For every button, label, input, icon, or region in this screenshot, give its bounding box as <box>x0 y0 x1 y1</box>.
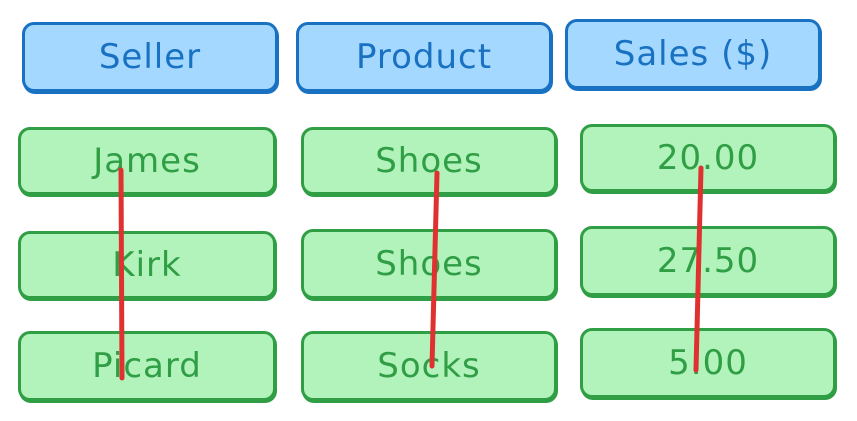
cell-seller-row1: James <box>18 127 276 195</box>
header-product: Product <box>296 22 552 92</box>
cell-seller-row2: Kirk <box>18 231 276 299</box>
cell-product-row2: Shoes <box>301 229 557 299</box>
cell-sales-row2: 27.50 <box>580 226 836 296</box>
header-seller: Seller <box>22 22 278 92</box>
cell-seller-row3: Picard <box>18 331 276 401</box>
cell-sales-row1: 20.00 <box>580 124 836 192</box>
cell-sales-row3: 5.00 <box>580 328 836 398</box>
header-sales: Sales ($) <box>565 19 821 89</box>
cell-product-row1: Shoes <box>301 127 557 195</box>
cell-product-row3: Socks <box>301 331 557 401</box>
